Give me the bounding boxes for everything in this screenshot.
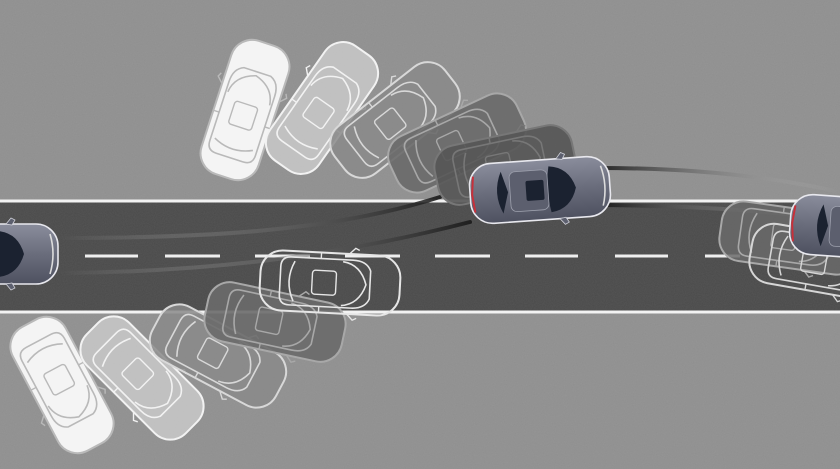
car-icon (0, 217, 59, 291)
road (0, 199, 840, 314)
